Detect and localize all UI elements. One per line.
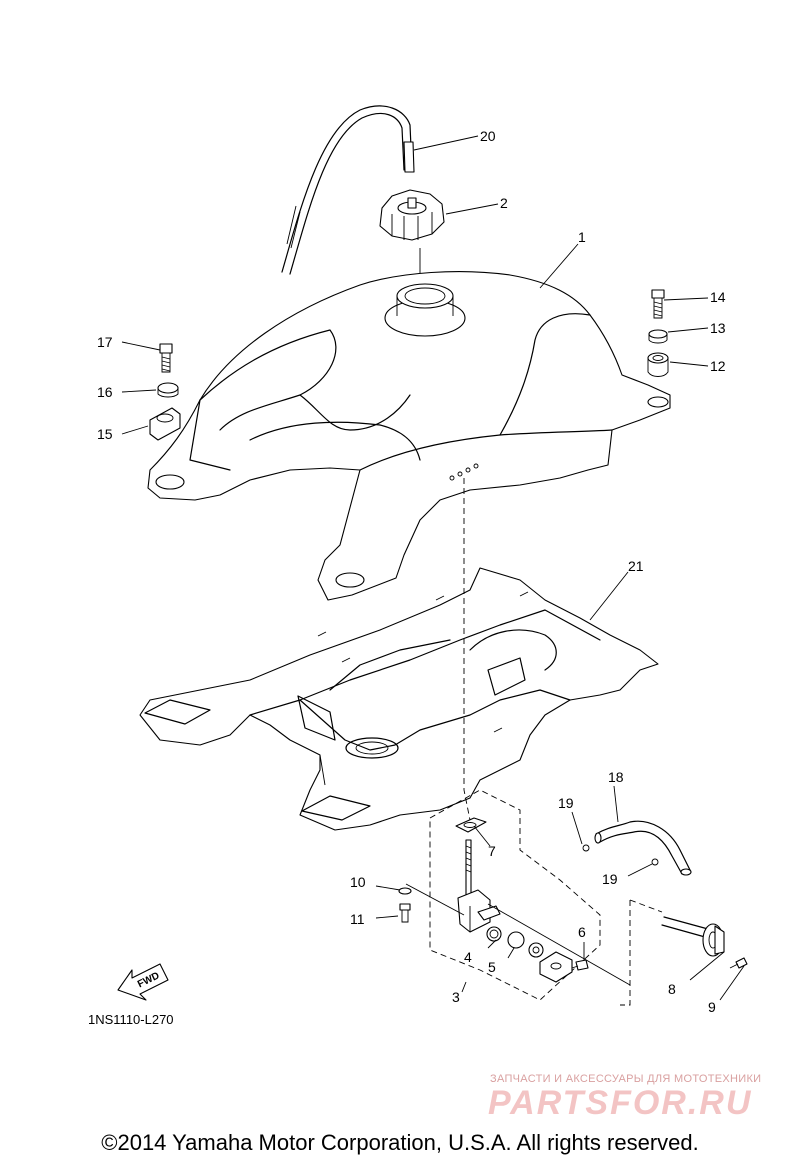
part-grommet-left (149, 407, 181, 441)
fwd-arrow-icon: FWD (117, 963, 169, 1001)
part-screw-small (571, 959, 589, 971)
callout-9: 9 (708, 999, 716, 1015)
petcock-assembly-outline (429, 789, 601, 1001)
callout-13: 13 (710, 320, 726, 336)
part-washer-left (157, 382, 179, 398)
part-seal-disk (507, 931, 525, 949)
part-spring-washer (528, 942, 544, 958)
part-bolt-left (159, 343, 173, 373)
callout-21: 21 (628, 558, 644, 574)
part-tank-bracket (139, 567, 659, 831)
part-screw-knob (729, 957, 748, 969)
callout-12: 12 (710, 358, 726, 374)
callout-10: 10 (350, 874, 366, 890)
callout-11: 11 (350, 911, 365, 927)
callout-14: 14 (710, 289, 726, 305)
callout-1: 1 (578, 229, 586, 245)
callout-5: 5 (488, 959, 496, 975)
part-fuel-tank (147, 271, 671, 601)
part-screw-left (399, 903, 411, 923)
part-washer-small (398, 887, 412, 895)
part-lever-plate (539, 951, 573, 983)
part-fuel-hose (594, 820, 692, 876)
part-bolt-right (651, 289, 665, 319)
watermark-subtitle: ЗАПЧАСТИ И АКСЕССУАРЫ ДЛЯ МОТОТЕХНИКИ (490, 1073, 762, 1085)
callout-8: 8 (668, 981, 676, 997)
callout-7: 7 (488, 843, 496, 859)
callout-15: 15 (97, 426, 113, 442)
watermark-logo: PARTSFOR.RU (488, 1084, 753, 1122)
diagram-code: 1NS1110-L270 (88, 1012, 174, 1027)
callout-16: 16 (97, 384, 113, 400)
part-cock-knob (661, 916, 725, 957)
callout-20: 20 (480, 128, 496, 144)
part-hose-clip-upper (582, 844, 590, 852)
callout-18: 18 (608, 769, 624, 785)
callout-3: 3 (452, 989, 460, 1005)
callout-2: 2 (500, 195, 508, 211)
callout-6: 6 (578, 924, 586, 940)
part-washer-right (648, 329, 668, 344)
copyright-notice: ©2014 Yamaha Motor Corporation, U.S.A. A… (101, 1130, 699, 1155)
callout-17: 17 (97, 334, 113, 350)
callout-4: 4 (464, 949, 472, 965)
part-grommet-right (647, 352, 669, 377)
part-fuel-cock (457, 839, 501, 933)
part-hose-clip-lower (651, 858, 659, 866)
part-o-ring (486, 926, 502, 942)
callout-19-upper: 19 (558, 795, 574, 811)
part-strainer-gasket (455, 817, 487, 833)
part-fuel-cap (379, 189, 445, 241)
part-breather-hose (281, 105, 415, 275)
callout-19-lower: 19 (602, 871, 618, 887)
